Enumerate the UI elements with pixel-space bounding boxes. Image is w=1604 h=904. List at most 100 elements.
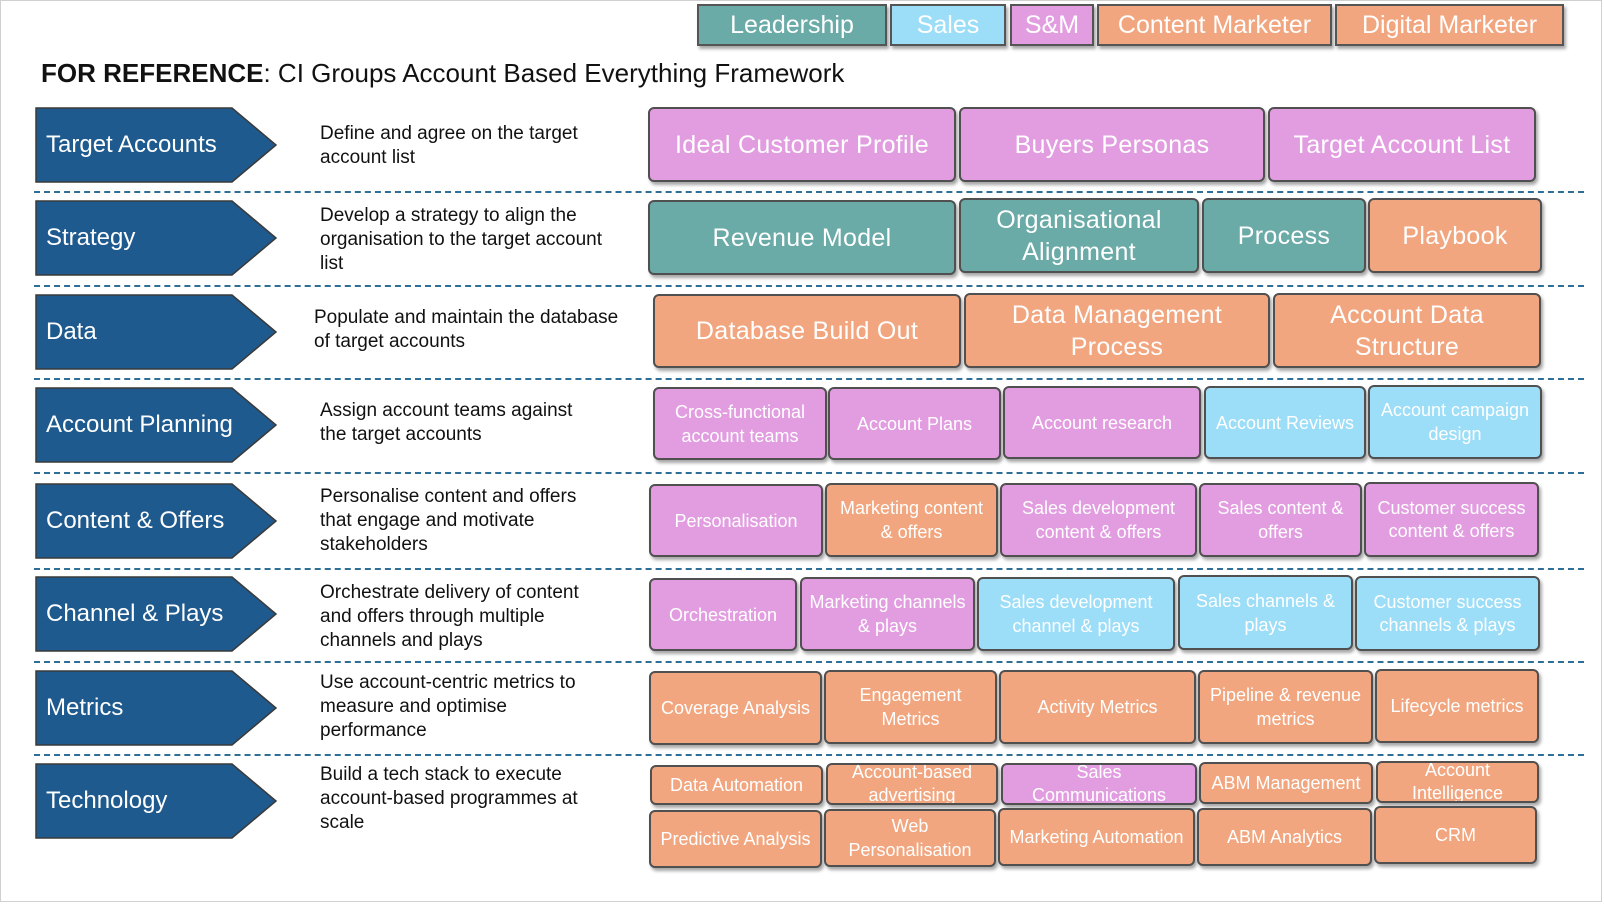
chevron-arrow-shape	[35, 294, 278, 370]
row-separator	[34, 191, 1584, 193]
description-line: Develop a strategy to align the	[320, 205, 577, 226]
item-account-research: Account research	[1003, 386, 1201, 459]
item-ideal-customer-profile: Ideal Customer Profile	[648, 107, 956, 182]
description-line: measure and optimise	[320, 696, 507, 717]
item-personalisation: Personalisation	[649, 484, 823, 557]
row-arrow-account-planning: Account Planning	[34, 386, 282, 464]
description-line: Orchestrate delivery of content	[320, 582, 579, 603]
row-arrow-metrics: Metrics	[34, 669, 282, 747]
chevron-arrow-shape	[35, 763, 278, 839]
row-separator	[34, 472, 1584, 474]
row-description-data: Populate and maintain the database of ta…	[314, 306, 629, 354]
description-line: the target accounts	[320, 424, 482, 445]
description-line: channels and plays	[320, 630, 483, 651]
chevron-arrow-shape	[35, 107, 278, 183]
item-account-plans: Account Plans	[828, 387, 1001, 460]
legend-sales: Sales	[890, 4, 1006, 46]
item-account-based-advertising: Account-based advertising	[826, 763, 998, 805]
item-marketing-channels-plays: Marketing channels & plays	[800, 577, 975, 651]
item-sales-content-offers: Sales content & offers	[1199, 483, 1362, 557]
description-line: account list	[320, 147, 416, 168]
description-line: Assign account teams against	[320, 400, 573, 421]
item-account-reviews: Account Reviews	[1204, 386, 1366, 459]
row-arrow-strategy: Strategy	[34, 199, 282, 277]
row-label: Data	[46, 318, 97, 345]
item-account-data-structure: Account Data Structure	[1273, 293, 1541, 368]
row-arrow-channel-plays: Channel & Plays	[34, 575, 282, 653]
item-abm-management: ABM Management	[1199, 762, 1373, 804]
row-separator	[34, 568, 1584, 570]
page-title: FOR REFERENCE: CI Groups Account Based E…	[41, 58, 844, 89]
item-target-account-list: Target Account List	[1268, 107, 1536, 182]
item-activity-metrics: Activity Metrics	[999, 670, 1196, 744]
item-sales-development-content-offers: Sales development content & offers	[1000, 483, 1197, 557]
row-label: Content & Offers	[46, 507, 225, 534]
description-line: of target accounts	[314, 331, 466, 352]
description-line: Build a tech stack to execute	[320, 764, 562, 785]
legend-digital-marketer: Digital Marketer	[1335, 4, 1564, 46]
description-line: account-based programmes at	[320, 788, 578, 809]
description-line: and offers through multiple	[320, 606, 545, 627]
item-coverage-analysis: Coverage Analysis	[649, 671, 822, 745]
item-organisational-alignment: Organisational Alignment	[959, 198, 1199, 273]
row-label: Metrics	[46, 694, 124, 721]
item-database-build-out: Database Build Out	[653, 294, 961, 368]
row-label: Account Planning	[46, 411, 233, 438]
description-line: Use account-centric metrics to	[320, 672, 576, 693]
item-data-automation: Data Automation	[650, 765, 823, 805]
row-label: Strategy	[46, 224, 136, 251]
row-arrow-content-offers: Content & Offers	[34, 482, 282, 560]
item-pipeline-revenue-metrics: Pipeline & revenue metrics	[1198, 670, 1373, 744]
chevron-arrow-shape	[35, 200, 278, 276]
description-line: organisation to the target account	[320, 229, 603, 250]
row-description-metrics: Use account-centric metrics to measure a…	[320, 671, 635, 743]
title-bold: FOR REFERENCE	[41, 58, 264, 88]
chevron-arrow-shape	[35, 483, 278, 559]
item-marketing-automation: Marketing Automation	[998, 808, 1195, 866]
row-separator	[34, 661, 1584, 663]
row-description-technology: Build a tech stack to execute account-ba…	[320, 763, 635, 835]
item-customer-success-content-offers: Customer success content & offers	[1364, 482, 1539, 557]
legend-content-marketer: Content Marketer	[1097, 4, 1332, 46]
chevron-arrow-shape	[35, 576, 278, 652]
row-arrow-data: Data	[34, 293, 282, 371]
row-description-strategy: Develop a strategy to align the organisa…	[320, 204, 635, 276]
description-line: stakeholders	[320, 534, 428, 555]
item-sales-communications: Sales Communications	[1001, 763, 1197, 805]
legend-s-and-m: S&M	[1010, 4, 1094, 46]
description-line: that engage and motivate	[320, 510, 535, 531]
chevron-arrow-shape	[35, 670, 278, 746]
item-predictive-analysis: Predictive Analysis	[649, 810, 822, 868]
description-line: scale	[320, 812, 365, 833]
item-data-management-process: Data Management Process	[964, 293, 1270, 368]
row-label: Channel & Plays	[46, 600, 224, 627]
row-arrow-technology: Technology	[34, 762, 282, 840]
item-crm: CRM	[1374, 806, 1537, 864]
item-revenue-model: Revenue Model	[648, 200, 956, 275]
description-line: list	[320, 253, 344, 274]
item-orchestration: Orchestration	[649, 578, 797, 651]
row-description-account-planning: Assign account teams against the target …	[320, 399, 635, 447]
row-arrow-target-accounts: Target Accounts	[34, 106, 282, 184]
item-web-personalisation: Web Personalisation	[824, 809, 996, 867]
item-sales-development-channel-plays: Sales development channel & plays	[977, 577, 1175, 651]
row-separator	[34, 754, 1584, 756]
item-sales-channels-plays: Sales channels & plays	[1178, 575, 1353, 650]
item-abm-analytics: ABM Analytics	[1197, 808, 1372, 866]
row-separator	[34, 378, 1584, 380]
item-playbook: Playbook	[1368, 198, 1542, 273]
item-process: Process	[1202, 198, 1366, 273]
title-rest: : CI Groups Account Based Everything Fra…	[263, 58, 845, 88]
row-label: Target Accounts	[46, 131, 217, 158]
item-buyers-personas: Buyers Personas	[959, 107, 1265, 182]
item-account-intelligence: Account Intelligence	[1376, 761, 1539, 803]
row-description-content-offers: Personalise content and offers that enga…	[320, 485, 635, 557]
item-customer-success-channels-plays: Customer success channels & plays	[1355, 576, 1540, 651]
description-line: Personalise content and offers	[320, 486, 577, 507]
description-line: performance	[320, 720, 427, 741]
item-lifecycle-metrics: Lifecycle metrics	[1375, 669, 1539, 743]
row-description-target-accounts: Define and agree on the target account l…	[320, 122, 635, 170]
description-line: Populate and maintain the database	[314, 307, 619, 328]
item-cross-functional-account-teams: Cross-functional account teams	[653, 387, 827, 460]
